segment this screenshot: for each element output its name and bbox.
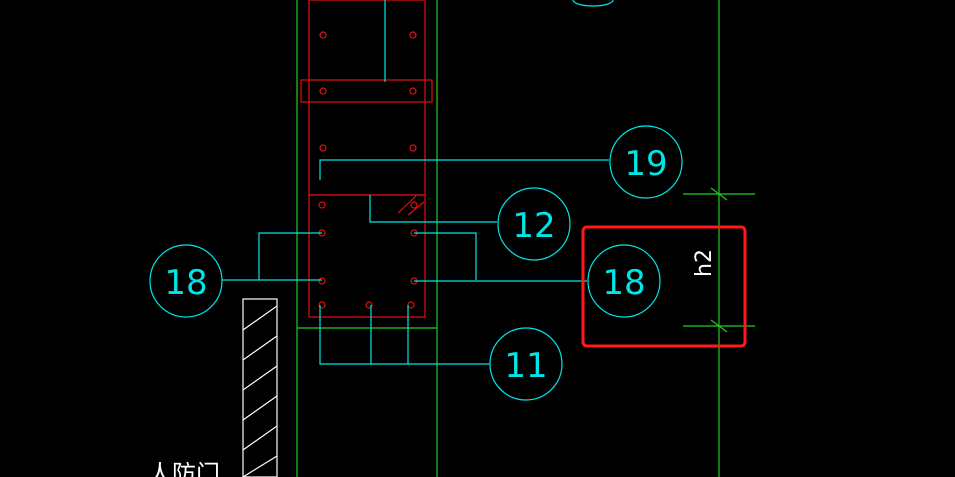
door-label: 人防门 [148,460,220,477]
hatched-wall [242,298,278,477]
callout-19: 19 [609,125,683,199]
dimension-label-h2: h2 [692,249,717,277]
dimension-tick-top [710,187,728,201]
stirrup-band [300,79,433,103]
callout-18-left-label: 18 [164,263,207,303]
callout-partial-top [572,0,614,7]
callout-19-label: 19 [624,144,667,184]
callout-12-label: 12 [512,206,555,246]
callout-18-left: 18 [149,244,223,318]
axis-lines [296,0,755,477]
column-outline [300,0,433,318]
dimension-tick-bottom [710,319,728,333]
column-upper [308,0,426,196]
stirrup-hook-2 [407,201,425,216]
rebar-points [318,31,418,309]
callout-11: 11 [489,327,563,401]
callout-18-right: 18 [587,244,661,318]
highlight-box [581,225,747,348]
leader-lines [222,0,609,365]
callout-12: 12 [497,187,571,261]
column-lower [308,194,426,318]
callout-18-right-label: 18 [602,263,645,303]
stirrup-hook-1 [397,195,417,214]
callout-11-label: 11 [504,346,547,386]
